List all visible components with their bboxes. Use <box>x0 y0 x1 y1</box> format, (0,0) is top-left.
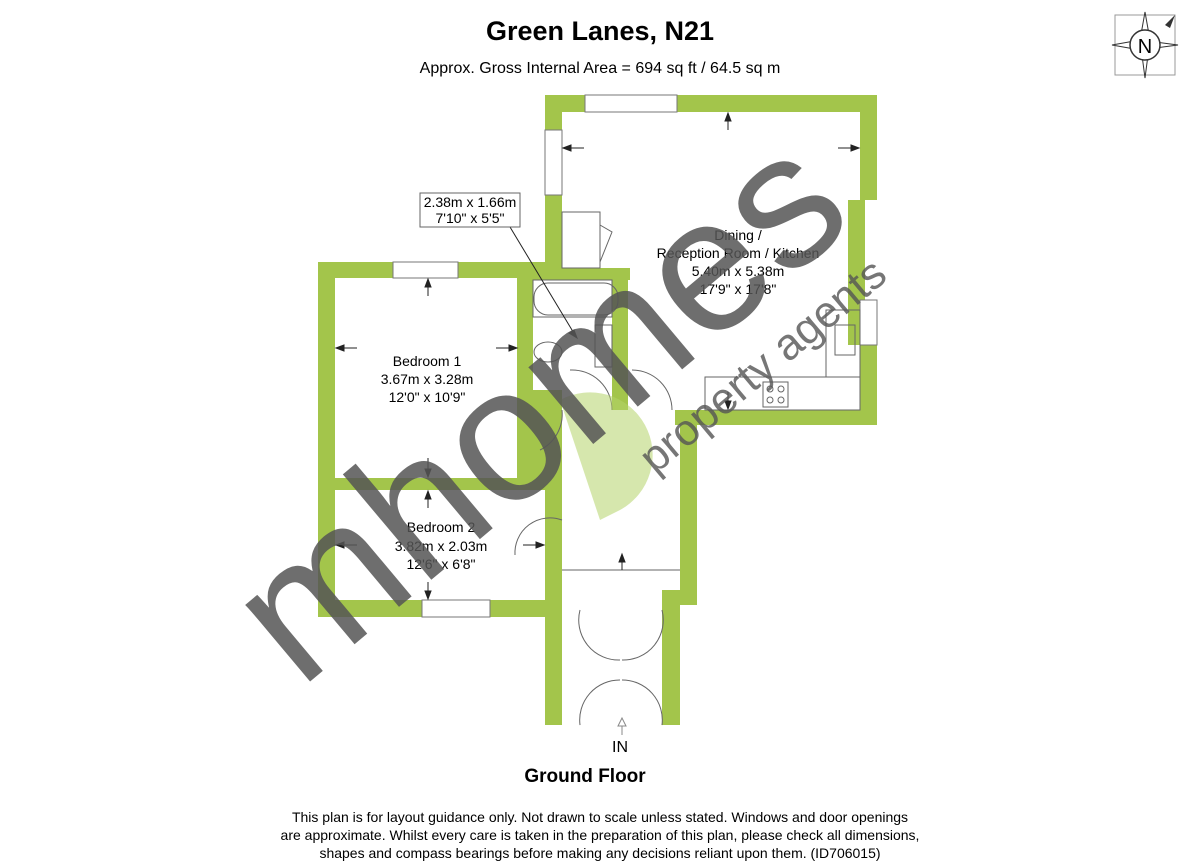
bedroom2-dimensions-metric: 3.82m x 2.03m <box>395 538 488 554</box>
disclaimer-line: are approximate. Whilst every care is ta… <box>280 827 920 843</box>
windows <box>392 94 878 618</box>
bathroom-dimensions-metric: 2.38m x 1.66m <box>424 194 517 210</box>
compass-north-icon: N <box>1111 11 1179 79</box>
disclaimer-line: shapes and compass bearings before makin… <box>319 845 881 861</box>
bedroom2-dimensions-imperial: 12'6" x 6'8" <box>407 556 476 572</box>
disclaimer: This plan is for layout guidance only. N… <box>0 808 1200 862</box>
bathtub <box>532 279 613 318</box>
reception-dimensions-metric: 5.40m x 5.38m <box>692 263 785 279</box>
hob <box>762 381 789 408</box>
bedroom2-name: Bedroom 2 <box>407 519 476 535</box>
porch <box>562 590 662 725</box>
reception-name-line2: Reception Room / Kitchen <box>657 245 820 261</box>
bedroom1-name: Bedroom 1 <box>393 353 462 369</box>
bedroom-1 <box>335 278 517 478</box>
kitchen-counter <box>704 376 861 411</box>
compass-label: N <box>1138 36 1152 58</box>
entrance-label: IN <box>612 739 628 756</box>
floor-label: Ground Floor <box>524 766 646 787</box>
room-interiors <box>335 112 877 725</box>
disclaimer-line: This plan is for layout guidance only. N… <box>291 809 909 825</box>
bathroom-dimensions-imperial: 7'10" x 5'5" <box>436 210 505 226</box>
dimension-arrows <box>334 111 861 735</box>
bedroom-2 <box>335 490 545 600</box>
plan-area-subtitle: Approx. Gross Internal Area = 694 sq ft … <box>419 60 781 77</box>
reception-dimensions-imperial: 17'9" x 17'8" <box>700 281 777 297</box>
toilet <box>533 341 563 363</box>
bedroom1-dimensions-metric: 3.67m x 3.28m <box>381 371 474 387</box>
bedroom1-dimensions-imperial: 12'0" x 10'9" <box>389 389 466 405</box>
plan-title: Green Lanes, N21 <box>485 16 715 46</box>
reception-name-line1: Dining / <box>714 227 762 243</box>
